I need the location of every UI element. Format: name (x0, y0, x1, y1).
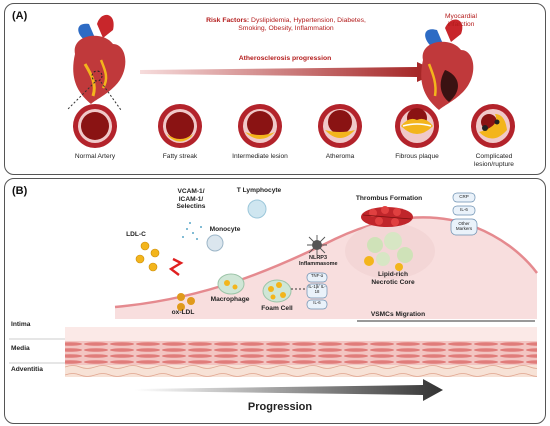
foam-cell-icon (262, 279, 292, 303)
stage-label-fatty-streak: Fatty streak (162, 153, 198, 160)
necrotic-core-label: Lipid-rich Necrotic Core (371, 271, 415, 286)
endothelial-damage-icon (168, 257, 184, 276)
other-markers-text: Other Markers (455, 221, 473, 232)
panel-a: (A) (4, 3, 546, 175)
crp-badge (452, 192, 476, 203)
adhesion-label: VCAM-1/ ICAM-1/ Selectins (176, 188, 206, 211)
intima-layer (65, 327, 537, 341)
macrophage-label: Macrophage (210, 296, 250, 303)
crp-text: CRP (459, 194, 469, 199)
thrombus-icon (361, 206, 413, 227)
nlrp3-icon (307, 235, 327, 255)
ldl-particles-icon (135, 241, 160, 272)
t-lymphocyte-icon (247, 199, 267, 219)
adhesion-molecules-icon (182, 222, 202, 240)
stage-label-atheroma: Atheroma (325, 153, 355, 160)
artery-atheroma (318, 104, 362, 148)
stage-label-complicated: Complicated lesion/rupture (474, 153, 514, 168)
panel-b: (B) (4, 178, 546, 424)
progression-arrow (140, 62, 439, 82)
il6-cytokine-badge (306, 299, 328, 310)
thrombus-label: Thrombus Formation (355, 195, 423, 202)
artery-fibrous-plaque (395, 104, 439, 148)
adventitia-layer (65, 365, 537, 377)
t-lymphocyte-label: T Lymphocyte (236, 187, 282, 194)
artery-complicated-lesion (471, 104, 515, 148)
tnf-badge (306, 272, 328, 283)
monocyte-label: Monocyte (209, 226, 241, 233)
risk-factors-text: Risk Factors: Dyslipidemia, Hypertension… (206, 17, 366, 32)
endothelium (114, 216, 538, 309)
ox-ldl-label: ox-LDL (171, 309, 195, 316)
monocyte-icon (206, 234, 224, 252)
macrophage-icon (217, 273, 245, 295)
infarcted-heart-icon (421, 19, 474, 110)
foam-cell-label: Foam Cell (261, 305, 293, 312)
atherosclerosis-progression-label: Atherosclerosis progression (238, 55, 332, 62)
artery-intermediate-lesion (238, 104, 282, 148)
panel-b-graphics (9, 192, 538, 401)
necrotic-core-cells (364, 232, 413, 271)
intima-label: Intima (11, 321, 31, 328)
ldl-label: LDL-C (126, 231, 146, 238)
myocardial-infarction-label: Myocardial infarction (445, 13, 477, 28)
il6-text: IL-6 (460, 207, 468, 212)
il1b-badge (306, 283, 328, 299)
nlrp3-label: NLRP3 Inflammasome (299, 255, 338, 268)
artery-normal (73, 104, 117, 148)
healthy-heart-icon (73, 14, 126, 104)
progression-label: Progression (247, 401, 313, 413)
il6-cytokine-text: IL-6 (313, 300, 321, 305)
ox-ldl-icon (177, 293, 195, 311)
other-markers-badge (450, 218, 478, 236)
stage-label-fibrous: Fibrous plaque (395, 153, 439, 160)
panel-b-label: (B) (12, 185, 28, 197)
il1b-text: IL-1β/ IL-18 (308, 284, 326, 294)
adventitia-label: Adventitia (11, 366, 43, 373)
panel-a-graphics (66, 14, 515, 148)
stage-label-intermediate: Intermediate lesion (232, 153, 288, 160)
tnf-text: TNF-α (310, 273, 324, 278)
il6-badge (452, 205, 476, 216)
panel-a-label: (A) (12, 10, 28, 22)
artery-fatty-streak (158, 104, 202, 148)
media-label: Media (11, 345, 30, 352)
stage-label-normal: Normal Artery (74, 153, 116, 160)
bottom-progression-arrow (135, 379, 443, 401)
vsmc-label: VSMCs Migration (370, 311, 426, 318)
media-layer (65, 341, 537, 365)
